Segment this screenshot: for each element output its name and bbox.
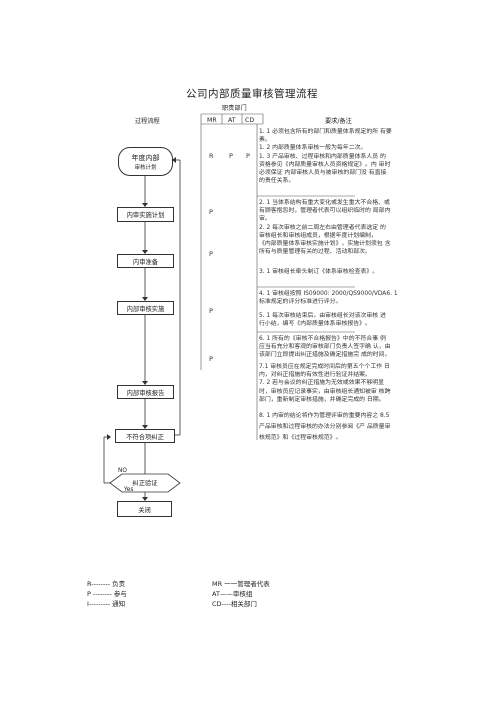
legend-participate: P -------- 参与 [87,590,127,598]
req-7-line-4: 时，审核员应记录事实，由审核组长通知被审 核跨 [259,388,391,395]
annual-plan-label: 年度内部 [131,153,160,162]
req-2-line-1: 2. 1 当体系结构有重大变化或发生重大不合格、或 [259,200,390,206]
annual-plan-sublabel: 审核计划 [134,164,157,171]
nonconformity-correction-step: 不符合项纠正 [115,429,175,443]
close-step: 关闭 [117,501,172,517]
correction-verification-label: 纠正验证 [132,480,158,487]
req-6-line-1: 6. 1 所有的《审核不合格报告》中的不符合事 例 [259,336,386,342]
req-5-line-2: 行小结，编写《内部质量体系审核报告》。 [259,321,371,328]
req-1-line-7: 的责任关系。 [259,178,295,185]
matrix-row1-cd: P [246,152,250,160]
process-column-header: 过程流程 [135,118,160,125]
matrix-row2-mr: P [209,208,213,216]
role-header-cd: CD [245,117,255,124]
annual-audit-plan-step: 年度内部 审核计划 [118,147,173,176]
req-5-line-1: 5. 1 每次审核结束后，由审核组长对该次审核 进 [259,313,386,319]
req-1-line-1: 1. 1 必须包含所有的部门和质量体系规定的所 有要 [259,129,392,135]
req-1-line-2: 素。 [259,137,271,144]
req-2-line-7: 所有与质量管理有关的过程、活动和部次。 [259,249,371,256]
legend-responsible: R-------- 负责 [87,580,126,588]
requirement-section-7: 7.1 审核员应在规定完成时间后的第五个个工作 日 内，对纠正措施的有效性进行验… [259,363,479,404]
legend-left: R-------- 负责 P -------- 参与 I--------- 通知 [87,579,127,609]
req-8-line-2: 产品审核和过程审核的办法分别参阅《产 品质量审 [259,424,391,430]
audit-implementation-plan-step: 内审实施计划 [117,207,174,222]
legend-cd: CD----相关部门 [212,600,257,608]
req-2-line-5: 审核组长和审核组成员，根据年度计划编制， [259,232,377,239]
req-8-line-1: 8. 1 内审的结论将作为管理评审的重要内容之 8.5 [259,413,390,419]
page-title: 公司内部质量审核管理流程 [186,88,318,100]
audit-implementation-step: 内部审核实施 [117,301,174,315]
req-3-line-1: 3. 1 审核组长牵头制订《体系审核检查表》。 [259,269,379,275]
requirement-section-3: 3. 1 审核组长牵头制订《体系审核检查表》。 [259,268,479,276]
legend-notify: I--------- 通知 [87,600,126,608]
no-label: NO [118,468,127,474]
requirement-section-1: 1. 1 必须包含所有的部门和质量体系规定的所 有要 素。 1. 2 内部质量体… [259,128,479,185]
legend-mr: MR 一一管理者代表 [212,580,270,588]
req-7-line-1: 7.1 审核员应在规定完成时间后的第五个个工作 日 [259,364,390,370]
req-4-line-1: 4. 1 审核组按照 IS09000: 2000/QS9000/VDA6. 1 [259,291,398,297]
matrix-row4-mr: P [209,307,213,315]
audit-report-step: 内部审核报告 [117,385,174,399]
req-2-line-4: 2. 2 每次审核之前二周左右由管理者代表选定 的 [259,224,386,231]
requirement-section-6: 6. 1 所有的《审核不合格报告》中的不符合事 例 应当有充分和客观的审核部门负… [259,335,479,360]
audit-preparation-step: 内审准备 [117,254,174,268]
requirement-section-5: 5. 1 每次审核结束后，由审核组长对该次审核 进 行小结，编写《内部质量体系审… [259,312,479,328]
requirements-column-header: 要求/备注 [325,118,352,125]
req-2-line-3: 审。 [259,216,271,223]
role-header-at: AT [228,117,236,124]
req-1-line-3: 1. 2 内部质量体系审核一般为每年二次。 [259,145,367,152]
matrix-row1-mr: R [209,152,214,160]
legend-right: MR 一一管理者代表 AT——审核组 CD----相关部门 [212,579,270,609]
req-6-line-2: 应当有充分和客观的审核部门负责人签字确 认，由 [259,344,391,351]
matrix-row5-mr: P [209,355,213,363]
req-7-line-5: 部门，重新制定审核措施，并确定完成的 日期。 [259,396,385,403]
req-1-line-4: 1. 3 产品审核、过程审核和内部质量体系人员 的 [259,153,386,160]
req-7-line-2: 内，对纠正措施的有效性进行验证并结案。 [259,372,371,379]
role-header-mr: MR [207,117,217,124]
requirement-section-2: 2. 1 当体系结构有重大变化或发生重大不合格、或 有顾客抱怨时，管理者代表可以… [259,199,479,256]
yes-label: Yes [124,487,134,493]
req-1-line-6: 必须保证 内部审核人员与被审核的部门没 有直接 [259,170,387,177]
req-4-line-2: 标准规定的评分标准进行评分。 [259,299,342,306]
matrix-row1-at: P [229,152,233,160]
req-7-line-3: 7. 2 若与会议的纠正措施为无效或效果不够明显 [259,380,385,387]
req-6-line-3: 该部门立即提出纠正措施及确定措施完 成的时间。 [259,352,391,359]
req-2-line-2: 有顾客抱怨时，管理者代表可以组织临时的 局部内 [259,208,391,215]
dept-label: 职责部门 [222,105,247,112]
req-1-line-5: 资格参见《内部质量审核人员资格规定》。内 审时 [259,161,391,168]
requirement-section-4: 4. 1 审核组按照 IS09000: 2000/QS9000/VDA6. 1 … [259,290,479,306]
legend-at: AT——审核组 [212,590,253,598]
requirement-section-8: 8. 1 内审的结论将作为管理评审的重要内容之 8.5 产品审核和过程审核的办法… [259,411,479,444]
req-2-line-6: 《内部质量体系审核实施计划》，实施计划须包 含 [259,241,391,248]
req-8-line-3: 核规范》和《过程审核规范》。 [259,435,342,441]
matrix-row3-mr: P [209,250,213,258]
